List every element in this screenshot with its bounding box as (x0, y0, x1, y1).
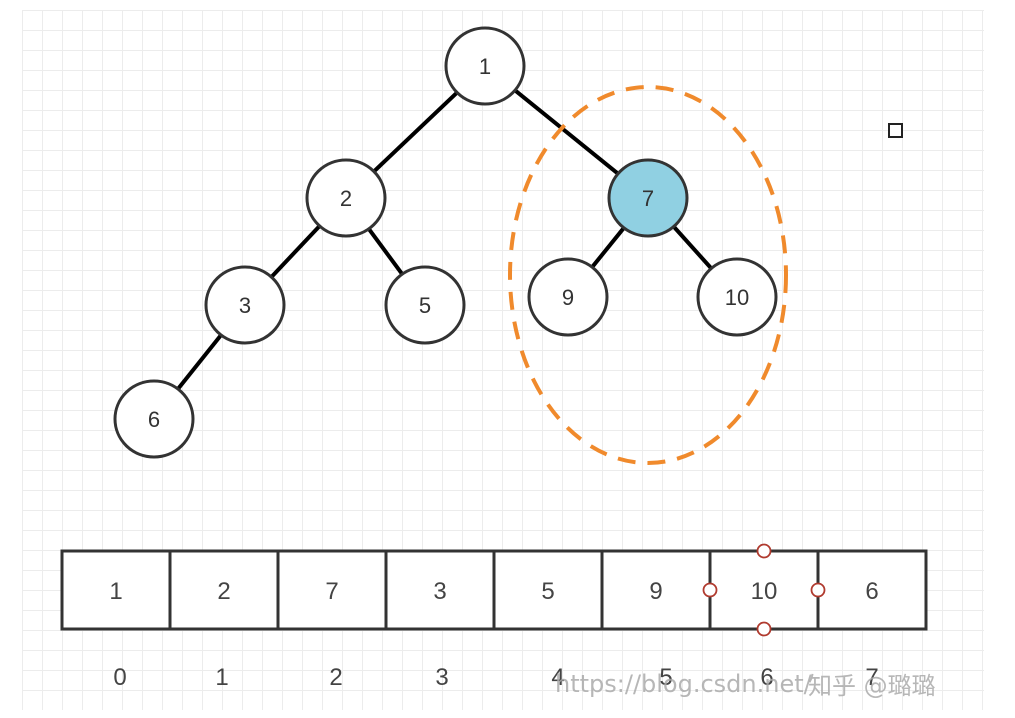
array-cell-box (492, 549, 604, 631)
selection-handle[interactable] (702, 582, 718, 598)
array-cell-value: 3 (433, 578, 446, 605)
array-row: 1 2 7 3 5 9 10 6 (60, 549, 928, 631)
tree-node-circle (527, 257, 609, 337)
edge-n2-n3 (269, 224, 322, 279)
array-cell-value: 5 (541, 578, 554, 605)
array-index-label: 6 (760, 664, 773, 691)
tree-node[interactable]: 3 (204, 265, 286, 345)
array-cell[interactable]: 7 (276, 549, 388, 631)
tree-node-label: 2 (340, 186, 352, 211)
array-cell-value: 2 (217, 578, 230, 605)
tree-node-circle (696, 257, 778, 337)
tree-node-label: 6 (148, 407, 160, 432)
edge-n7-n9 (590, 226, 626, 269)
tree-node[interactable]: 7 (607, 158, 689, 238)
array-cell-box (60, 549, 172, 631)
array-cell[interactable]: 5 (492, 549, 604, 631)
array-cell[interactable]: 1 (60, 549, 172, 631)
array-cell-box (816, 549, 928, 631)
tree-node-circle (444, 26, 526, 106)
shape-resize-handle[interactable] (888, 123, 903, 138)
edge-n2-n5 (366, 227, 405, 276)
tree-node[interactable]: 2 (305, 158, 387, 238)
tree-node-label: 10 (725, 285, 749, 310)
edge-n3-n6 (176, 333, 223, 391)
watermark-credit: 知乎 @璐璐 (808, 672, 936, 700)
array-index-row: 0 1 2 3 4 5 6 7 (113, 664, 878, 691)
array-cell-value: 10 (751, 578, 778, 605)
selection-handle[interactable] (756, 621, 772, 637)
array-cell-box (384, 549, 496, 631)
array-index-label: 7 (865, 664, 878, 691)
tree-node-label: 1 (479, 54, 491, 79)
array-cell-value: 9 (649, 578, 662, 605)
selection-handle[interactable] (756, 543, 772, 559)
tree-node-circle (204, 265, 286, 345)
array-cell-value: 1 (109, 578, 122, 605)
tree-node-circle (607, 158, 689, 238)
tree-node-label: 7 (642, 186, 654, 211)
tree-node[interactable]: 9 (527, 257, 609, 337)
selection-handles (702, 543, 826, 637)
array-cell-box (168, 549, 280, 631)
array-cell[interactable]: 9 (600, 549, 712, 631)
tree-node[interactable]: 10 (696, 257, 778, 337)
edge-n7-n10 (671, 224, 714, 271)
tree-edges (176, 88, 714, 391)
array-cell[interactable]: 2 (168, 549, 280, 631)
tree-node-label: 3 (239, 293, 251, 318)
array-cell-box (600, 549, 712, 631)
array-cell-box (276, 549, 388, 631)
array-index-label: 5 (659, 664, 672, 691)
edge-n1-n2 (372, 90, 459, 174)
tree-node-label: 5 (419, 293, 431, 318)
array-cell[interactable]: 10 (708, 549, 820, 631)
watermark-url: https://blog.csdn.net/ (555, 670, 812, 698)
tree-nodes: 1 2 7 3 5 9 10 6 (113, 26, 778, 459)
tree-node-label: 9 (562, 285, 574, 310)
array-cell[interactable]: 3 (384, 549, 496, 631)
array-cell[interactable]: 6 (816, 549, 928, 631)
array-index-label: 4 (551, 664, 564, 691)
tree-node-circle (113, 379, 195, 459)
subtree-highlight-ellipse (508, 85, 788, 465)
tree-node-circle (384, 265, 466, 345)
array-index-label: 3 (435, 664, 448, 691)
edge-n1-n7 (513, 88, 620, 176)
array-cell-value: 6 (865, 578, 878, 605)
array-index-label: 0 (113, 664, 126, 691)
selection-handle[interactable] (810, 582, 826, 598)
tree-node[interactable]: 1 (444, 26, 526, 106)
array-cell-value: 7 (325, 578, 338, 605)
array-index-label: 1 (215, 664, 228, 691)
tree-node[interactable]: 6 (113, 379, 195, 459)
array-index-label: 2 (329, 664, 342, 691)
tree-node-circle (305, 158, 387, 238)
tree-node[interactable]: 5 (384, 265, 466, 345)
